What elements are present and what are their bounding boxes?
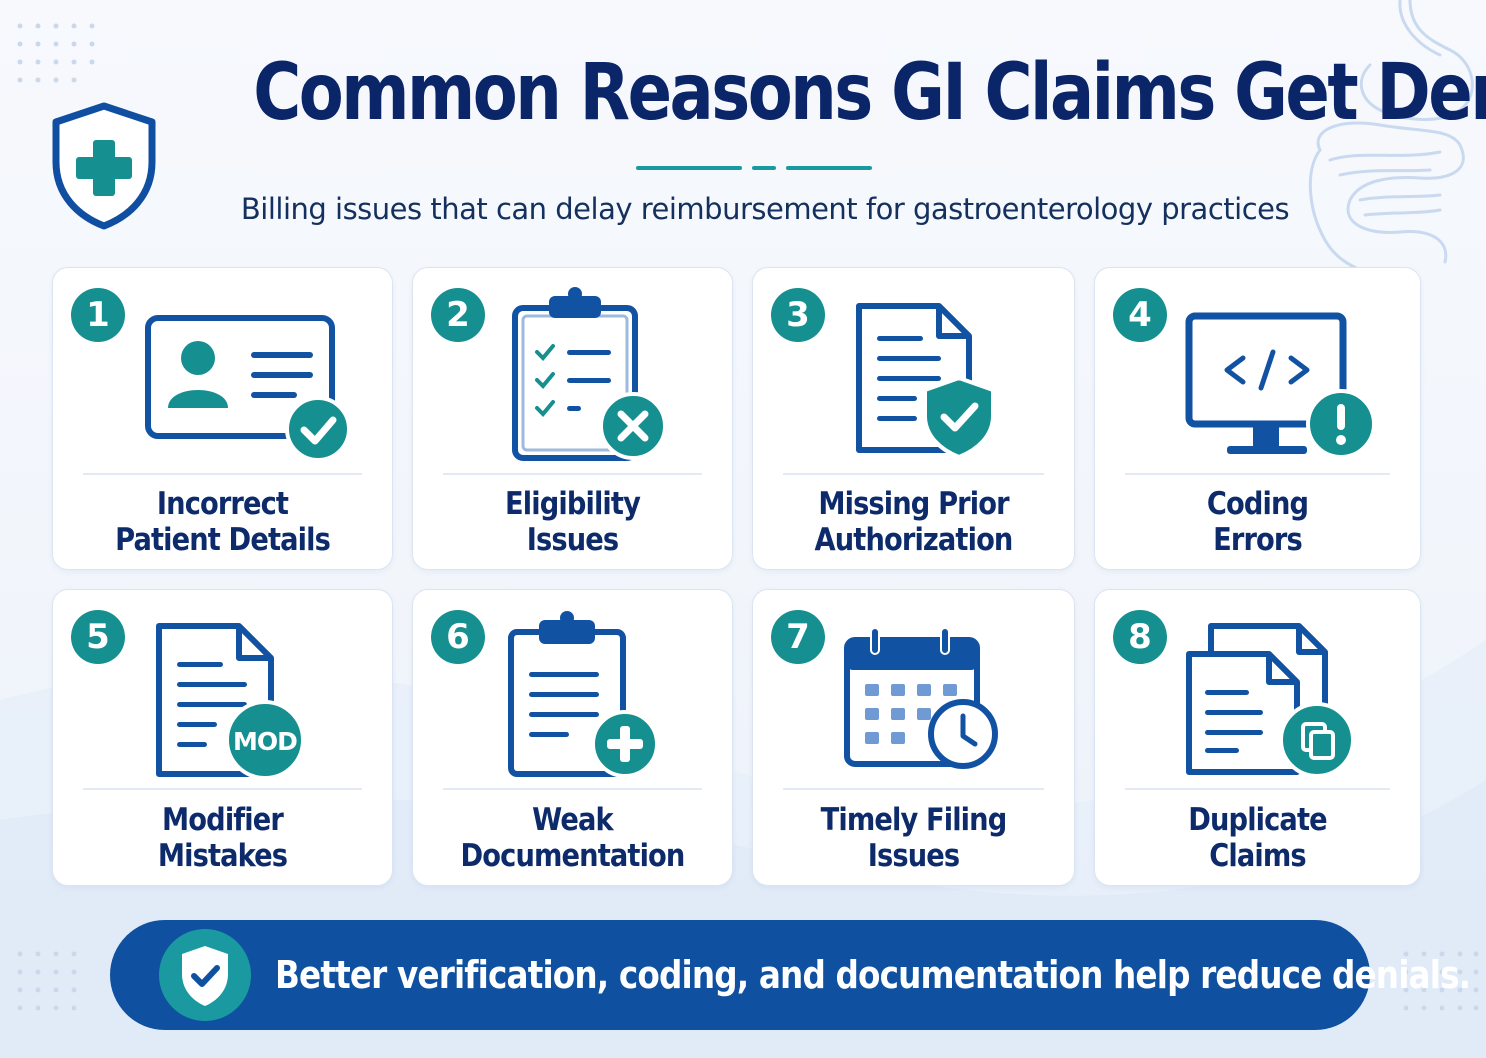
card-label-line: Documentation [460, 838, 686, 874]
reason-card-4: 4 Coding Errors [1094, 267, 1421, 570]
calendar-clock-icon [844, 627, 998, 769]
card-divider [83, 473, 362, 475]
reason-card-3: 3 Missing Prior Authorization [752, 267, 1075, 570]
number-badge: 3 [771, 288, 825, 342]
card-divider [443, 473, 702, 475]
reason-card-2: 2 Eligibility Issues [412, 267, 733, 570]
card-label-line: Issues [526, 522, 619, 558]
card-divider [783, 473, 1044, 475]
card-label-line: Issues [867, 838, 960, 874]
reason-card-6: 6 Weak Documentation [412, 589, 733, 886]
duplicate-documents-icon [1186, 623, 1355, 778]
document-mod-icon: MOD [156, 623, 305, 780]
card-label: Duplicate Claims [1115, 802, 1401, 874]
monitor-code-alert-icon [1185, 312, 1376, 459]
card-label-line: Missing Prior [818, 486, 1009, 522]
number-badge: 6 [431, 610, 485, 664]
page-subtitle: Billing issues that can delay reimbursem… [240, 192, 1290, 226]
dot-pattern-bottom-right [1403, 951, 1479, 1011]
card-label-line: Duplicate [1188, 802, 1327, 838]
card-divider [1125, 473, 1390, 475]
number-badge: 8 [1113, 610, 1167, 664]
card-divider [1125, 788, 1390, 790]
id-card-check-icon [145, 315, 351, 462]
card-label: Missing Prior Authorization [772, 486, 1054, 558]
dot-pattern-bottom-left [17, 951, 77, 1011]
takeaway-banner: Better verification, coding, and documen… [110, 920, 1471, 1030]
card-label-line: Errors [1213, 522, 1303, 558]
document-shield-icon [856, 303, 995, 460]
medical-shield-icon [52, 102, 156, 230]
card-label: Coding Errors [1115, 486, 1401, 558]
card-divider [443, 788, 702, 790]
reason-card-5: 5 MOD Modifier Mistakes [52, 589, 393, 886]
card-label: Timely Filing Issues [772, 802, 1054, 874]
card-label-line: Claims [1209, 838, 1306, 874]
card-label-line: Weak [532, 802, 614, 838]
card-label-line: Incorrect [156, 486, 289, 522]
card-label: Incorrect Patient Details [73, 486, 371, 558]
card-label-line: Patient Details [115, 522, 331, 558]
card-label-line: Modifier [162, 802, 284, 838]
title-divider [636, 166, 742, 170]
page-title: Common Reasons GI Claims Get Denied [253, 48, 1486, 138]
number-badge: 7 [771, 610, 825, 664]
clipboard-plus-icon [508, 611, 659, 778]
card-label: Eligibility Issues [432, 486, 713, 558]
card-label-line: Authorization [814, 522, 1014, 558]
reason-card-8: 8 Duplicate Claims [1094, 589, 1421, 886]
number-badge: 2 [431, 288, 485, 342]
number-badge: 5 [71, 610, 125, 664]
card-label-line: Coding [1206, 486, 1309, 522]
mod-icon-text: MOD [233, 727, 297, 756]
card-label-line: Mistakes [157, 838, 288, 874]
card-label: Modifier Mistakes [73, 802, 371, 874]
number-badge: 4 [1113, 288, 1167, 342]
dot-pattern-top-left [17, 23, 95, 83]
card-divider [783, 788, 1044, 790]
shield-check-icon [159, 929, 251, 1021]
card-label: Weak Documentation [432, 802, 713, 874]
card-divider [83, 788, 362, 790]
clipboard-x-icon [512, 287, 667, 461]
reason-card-7: 7 Timely Filing Issues [752, 589, 1075, 886]
reason-card-1: 1 Incorrect Patient Details [52, 267, 393, 570]
title-divider [752, 166, 776, 170]
takeaway-text: Better verification, coding, and documen… [275, 953, 1471, 997]
digestive-tract-icon [1308, 0, 1474, 270]
card-label-line: Eligibility [505, 486, 641, 522]
card-label-line: Timely Filing [820, 802, 1008, 838]
title-divider [786, 166, 872, 170]
number-badge: 1 [71, 288, 125, 342]
